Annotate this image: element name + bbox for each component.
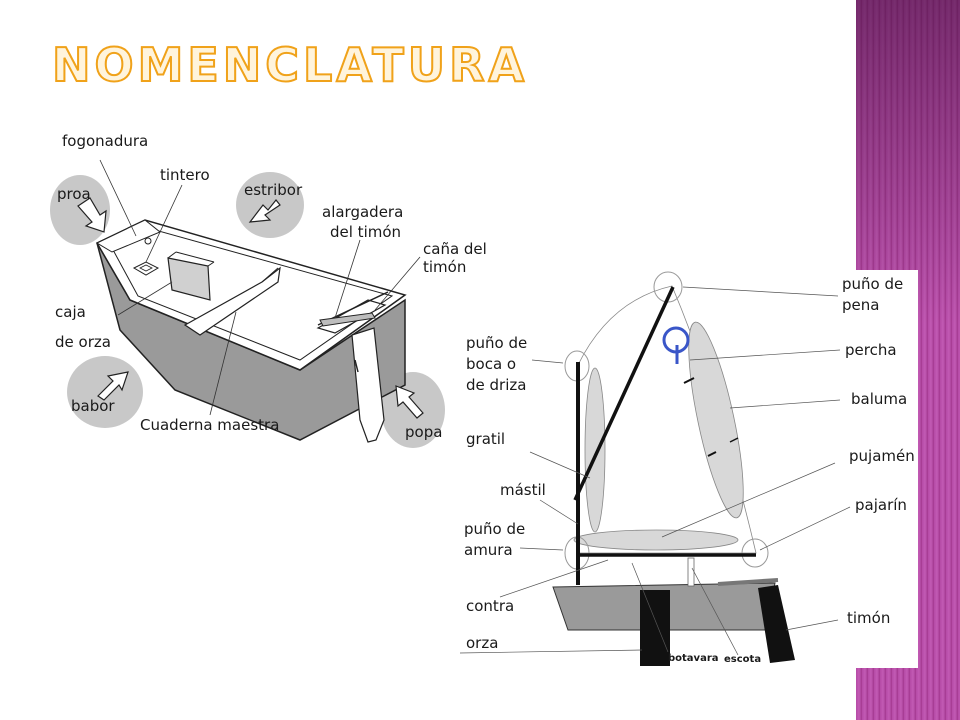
label-pujamen: pujamén (849, 447, 915, 465)
orza-shape (640, 590, 670, 666)
caja-de-orza-shape (167, 257, 211, 301)
pajarin-circle (741, 538, 769, 568)
label-cana-1: caña del (423, 240, 487, 258)
popa-arrow (395, 385, 424, 419)
label-mastil: mástil (500, 481, 546, 499)
label-escota: escota (724, 654, 762, 665)
sail-outline (577, 285, 757, 554)
rudder-shape (351, 327, 385, 443)
label-puno-pena-2: pena (842, 296, 880, 314)
cana-shape (319, 312, 376, 327)
label-alargadera-1: alargadera (322, 203, 404, 221)
label-tintero: tintero (160, 166, 210, 184)
fogonadura-mark (144, 237, 152, 245)
label-orza: orza (466, 634, 499, 652)
label-proa: proa (57, 185, 91, 203)
label-estribor: estribor (244, 181, 303, 199)
label-gratil: gratil (466, 430, 506, 448)
babor-arrow (97, 371, 129, 401)
label-puno-amura-1: puño de (464, 520, 526, 538)
label-pajarin: pajarín (855, 496, 907, 514)
label-caja-1: caja (55, 303, 86, 321)
label-botavara: botavara (668, 653, 719, 664)
label-popa: popa (405, 423, 443, 441)
pujamen-shade (573, 529, 739, 551)
baluma-shade (688, 321, 744, 519)
label-babor: babor (71, 397, 115, 415)
label-puno-boca-3: de driza (466, 376, 527, 394)
label-cuaderna-maestra: Cuaderna maestra (140, 416, 280, 434)
gratil-shade (584, 367, 606, 533)
label-cana-2: timón (423, 258, 467, 276)
label-contra: contra (466, 597, 515, 615)
label-baluma: baluma (851, 390, 908, 408)
label-caja-2: de orza (55, 333, 111, 351)
percha-shape (573, 286, 675, 501)
proa-arrow (77, 197, 107, 233)
optimist-logo-icon (662, 326, 690, 364)
label-puno-pena-1: puño de (842, 275, 904, 293)
cuaderna-maestra-shape (183, 266, 281, 336)
label-alargadera-2: del timón (330, 223, 402, 241)
slide-title: NOMENCLATURA (51, 37, 529, 93)
label-puno-boca-2: boca o (466, 355, 517, 373)
label-puno-amura-2: amura (464, 541, 513, 559)
label-percha: percha (845, 341, 897, 359)
label-puno-boca-1: puño de (466, 334, 528, 352)
label-fogonadura: fogonadura (62, 132, 149, 150)
timon-shape (758, 585, 795, 663)
estribor-arrow (248, 199, 281, 223)
label-timon: timón (847, 609, 891, 627)
tintero-shape (132, 261, 160, 276)
